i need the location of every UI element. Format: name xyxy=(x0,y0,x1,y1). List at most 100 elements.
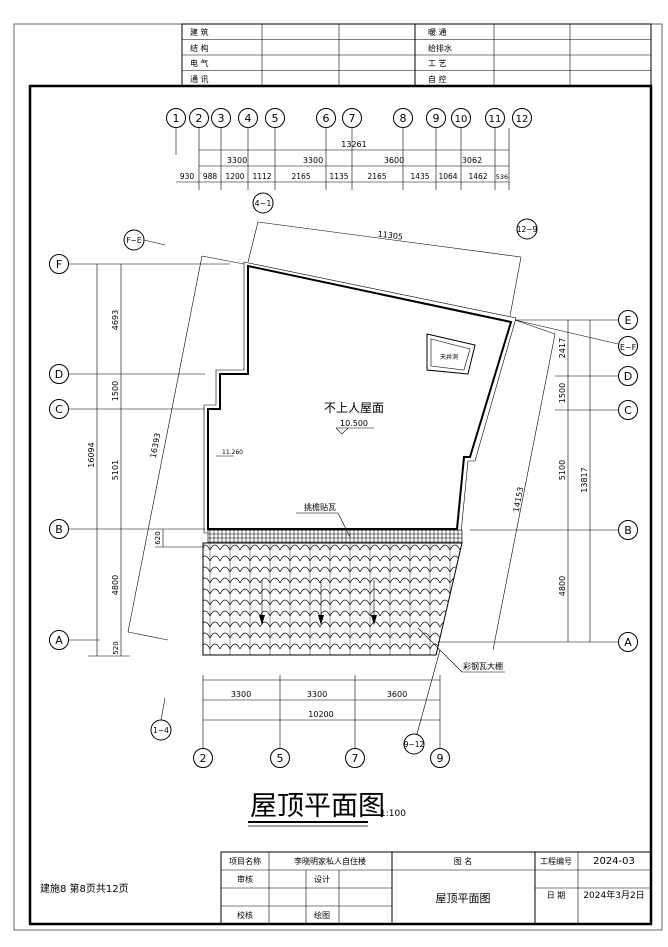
axis-right-label: E xyxy=(625,314,632,327)
axis-top-label: 1 xyxy=(173,112,180,125)
axis-bottom-label: 7 xyxy=(352,752,359,765)
dim-slant-right: 14153 xyxy=(512,486,526,513)
roof-outline xyxy=(203,261,517,534)
slanted-dimensions: 11305 16393 14153 xyxy=(127,221,556,651)
sheet-info: 建施8 第8页共12页 xyxy=(40,882,129,895)
roof-elevation: 10.500 xyxy=(340,419,368,428)
axis-top-label: 9 xyxy=(433,112,440,125)
axis-top-label: 11 xyxy=(489,114,502,125)
axis-top-label: 4 xyxy=(245,112,252,125)
right-axes: E E~F D C B A 2417 1500 5100 4800 13817 xyxy=(438,310,638,652)
axis-left-label: D xyxy=(55,368,63,381)
misc-bubbles: 4~1 12~9 F~E 1~4 9~12 xyxy=(123,192,538,755)
dim-left-overall: 16094 xyxy=(87,442,96,467)
dim-top-row2: 1064 xyxy=(438,172,457,181)
canopy-tile-area xyxy=(202,542,463,656)
dim-right-part: 1500 xyxy=(558,383,567,403)
dim-top-row2: 1435 xyxy=(410,172,429,181)
dim-left-part: 4693 xyxy=(111,310,120,330)
dim-top-row2: 1135 xyxy=(329,172,348,181)
review-label: 审核 xyxy=(237,874,253,884)
dim-bottom-part: 3600 xyxy=(387,690,407,699)
dim-left-part: 5101 xyxy=(111,460,120,480)
axis-left-label: A xyxy=(55,634,63,647)
bubble-4-1: 4~1 xyxy=(255,199,272,208)
dim-top-row1: 3300 xyxy=(303,156,323,165)
axis-right-label: A xyxy=(624,636,632,649)
axis-top-label: 3 xyxy=(218,112,225,125)
dim-top-row1: 3600 xyxy=(384,156,404,165)
discipline-arch: 建 筑 xyxy=(190,27,209,37)
axis-right-label: C xyxy=(624,404,632,417)
project-no-label: 工程编号 xyxy=(540,856,572,866)
left-axes: F D C B A 16094 4693 1500 5101 4800 520 … xyxy=(49,254,230,657)
top-discipline-table: 建 筑 结 构 电 气 通 讯 暖 通 给排水 工 艺 自 控 xyxy=(181,23,652,87)
draw-label: 绘图 xyxy=(314,910,330,920)
drawing-name: 屋顶平面图 xyxy=(436,892,491,905)
dim-top-row1: 3062 xyxy=(462,156,482,165)
discipline-elec: 电 气 xyxy=(190,58,209,68)
axis-left-label: C xyxy=(55,403,63,416)
axis-left-label: F xyxy=(56,258,62,271)
discipline-telecom: 通 讯 xyxy=(190,74,209,84)
axis-top-label: 10 xyxy=(455,114,468,125)
dim-left-part: 4800 xyxy=(111,575,120,595)
axis-left-label: B xyxy=(55,523,63,536)
axis-right-label: E~F xyxy=(620,343,637,352)
dim-top-row2: 988 xyxy=(203,172,218,181)
axis-top-label: 6 xyxy=(323,112,330,125)
dim-top-row2: 536 xyxy=(496,173,508,181)
bubble-1-4: 1~4 xyxy=(153,726,169,735)
drawing-title: 屋顶平面图 xyxy=(250,791,385,822)
dim-left-part: 520 xyxy=(112,641,120,654)
axis-bottom-label: 5 xyxy=(277,752,284,765)
project-value: 李晓明家私人自住楼 xyxy=(294,856,366,866)
axis-top-label: 2 xyxy=(196,112,203,125)
axis-top-label: 8 xyxy=(400,112,407,125)
dim-top-row1: 3300 xyxy=(227,156,247,165)
title-block: 项目名称 李晓明家私人自住楼 图 名 屋顶平面图 审核 设计 校核 绘图 工程编… xyxy=(220,851,652,925)
tile-edge-band xyxy=(207,529,463,544)
date-label: 日 期 xyxy=(547,891,566,900)
top-axis-bubbles: 1 2 3 4 5 6 7 8 9 10 11 12 xyxy=(166,108,532,190)
discipline-plumbing: 给排水 xyxy=(428,43,452,53)
skylight: 天井洞 xyxy=(426,333,476,375)
dim-right-part: 2417 xyxy=(558,338,567,358)
discipline-control: 自 控 xyxy=(428,74,447,84)
dim-bottom-part: 3300 xyxy=(231,690,251,699)
drawing-name-label: 图 名 xyxy=(454,856,473,866)
bubble-9-12: 9~12 xyxy=(404,740,425,749)
canopy-label: 彩钢瓦大棚 xyxy=(463,661,503,671)
bubble-12-9: 12~9 xyxy=(517,225,538,234)
roof-label: 不上人屋面 xyxy=(324,401,384,415)
dim-bottom-part: 3300 xyxy=(307,690,327,699)
design-label: 设计 xyxy=(314,874,330,884)
axis-bottom-label: 2 xyxy=(200,752,207,765)
discipline-hvac: 暖 通 xyxy=(428,27,447,37)
dim-top-overall: 13261 xyxy=(341,140,366,149)
bubble-F-E: F~E xyxy=(126,236,142,245)
dim-top-row2: 2165 xyxy=(291,172,310,181)
date-value: 2024年3月2日 xyxy=(583,889,644,901)
dim-top-row2: 1112 xyxy=(252,172,271,181)
axis-right-label: D xyxy=(624,370,632,383)
check-label: 校核 xyxy=(237,910,253,920)
project-label: 项目名称 xyxy=(229,856,261,866)
skylight-label: 天井洞 xyxy=(440,353,458,361)
axis-top-label: 7 xyxy=(349,112,356,125)
axis-top-label: 5 xyxy=(272,112,279,125)
dim-left-part: 1500 xyxy=(111,381,120,401)
dim-top-row2: 2165 xyxy=(367,172,386,181)
discipline-struct: 结 构 xyxy=(190,43,209,53)
tile-edge-label: 挑檐贴瓦 xyxy=(304,502,336,512)
small-elevation: 11.260 xyxy=(222,449,243,456)
dim-slant-left: 16393 xyxy=(149,432,163,459)
axis-right-label: B xyxy=(624,524,632,537)
bottom-axes: 3300 3300 3600 10200 2 5 7 9 xyxy=(193,675,450,768)
axis-bottom-label: 9 xyxy=(437,752,444,765)
top-dimensions: 13261 3300 3300 3600 3062 930 988 1200 1… xyxy=(176,140,509,183)
dim-right-part: 4800 xyxy=(558,576,567,596)
dim-top-row2: 1200 xyxy=(225,172,244,181)
dim-top-row2: 1462 xyxy=(468,172,487,181)
